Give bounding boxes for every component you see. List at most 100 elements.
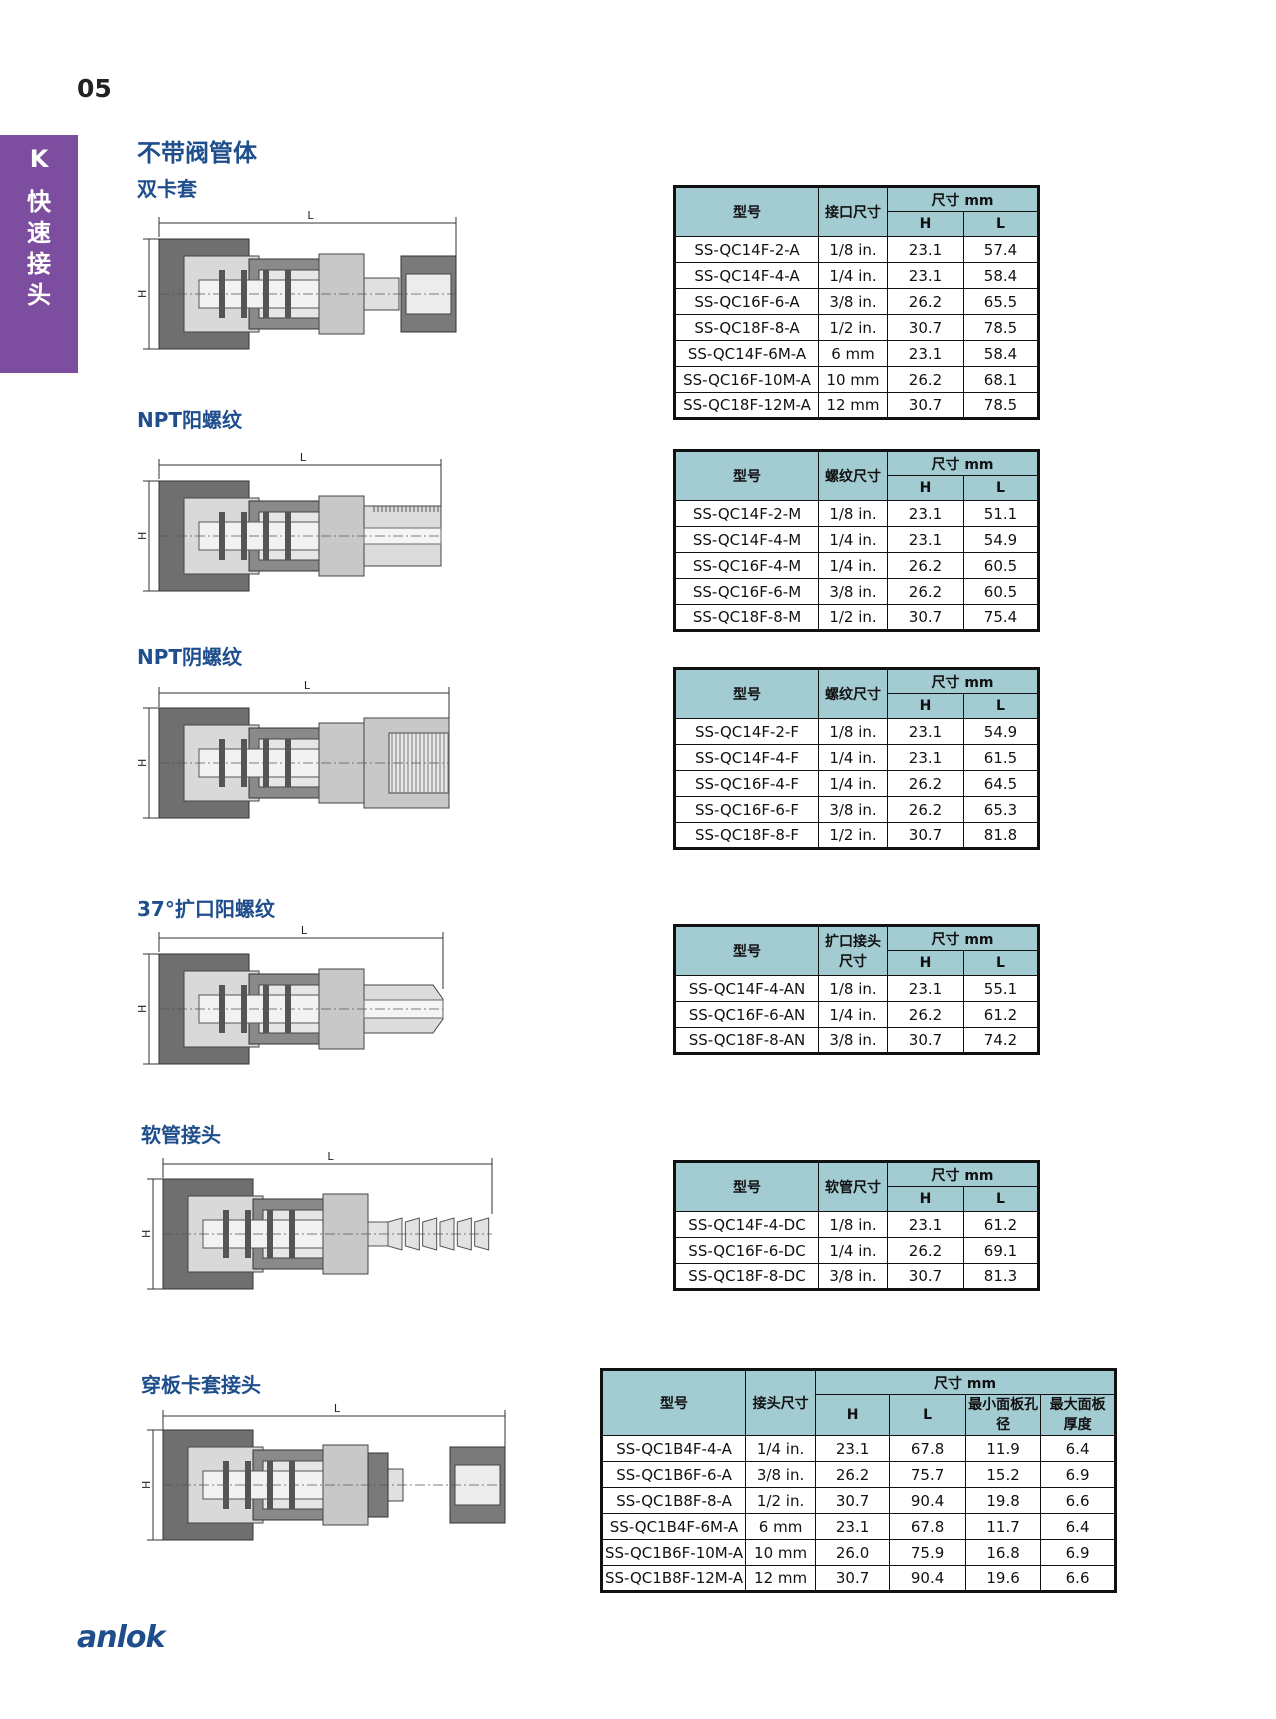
table-cell: 30.7 <box>887 1263 964 1290</box>
barb <box>474 1217 490 1251</box>
table-cell: 78.5 <box>963 392 1039 419</box>
side-tab-label: 快 速 接 头 <box>0 187 78 311</box>
fitting-drawing-tube: LH <box>137 209 457 350</box>
table-cell: 1/2 in. <box>745 1487 817 1514</box>
table-cell: SS-QC1B8F-8-A <box>600 1487 747 1514</box>
fitting-drawing-flare: LH <box>137 924 444 1065</box>
header-dim: 最大面板厚度 <box>1040 1394 1117 1436</box>
table-cell: 1/2 in. <box>818 604 888 631</box>
header-dim: H <box>887 950 964 976</box>
header-model: 型号 <box>600 1369 747 1436</box>
header-size: 接口尺寸 <box>818 186 888 237</box>
dimension-label-l: L <box>304 679 311 692</box>
table-cell: SS-QC14F-2-A <box>674 236 819 263</box>
table-cell: SS-QC14F-4-F <box>674 744 819 771</box>
table-cell: 23.1 <box>887 500 964 527</box>
table-cell: 26.2 <box>887 366 964 393</box>
side-char: 头 <box>27 281 51 309</box>
table-cell: 26.2 <box>887 288 964 315</box>
table-cell: 12 mm <box>745 1565 817 1592</box>
fitting-drawing-male: LH <box>137 451 442 592</box>
table-cell: SS-QC14F-4-DC <box>674 1211 819 1238</box>
table-cell: 30.7 <box>887 314 964 341</box>
table-cell: 6.4 <box>1040 1513 1117 1540</box>
table-cell: 26.0 <box>815 1539 891 1566</box>
table-cell: SS-QC14F-6M-A <box>674 340 819 367</box>
dimension-label-h: H <box>137 759 149 767</box>
table-cell: 61.5 <box>963 744 1039 771</box>
section-heading: 软管接头 <box>141 1123 221 1147</box>
table-cell: SS-QC16F-6-M <box>674 578 819 605</box>
table-cell: 75.9 <box>889 1539 967 1566</box>
header-size: 螺纹尺寸 <box>818 450 888 501</box>
table-cell: SS-QC14F-4-A <box>674 262 819 289</box>
table-cell: 10 mm <box>818 366 888 393</box>
section-heading: NPT阳螺纹 <box>137 408 243 432</box>
table-cell: SS-QC16F-4-M <box>674 552 819 579</box>
table-cell: SS-QC18F-8-DC <box>674 1263 819 1290</box>
table-cell: SS-QC1B6F-6-A <box>600 1461 747 1488</box>
table-cell: 1/4 in. <box>818 552 888 579</box>
table-cell: SS-QC1B6F-10M-A <box>600 1539 747 1566</box>
table-cell: 60.5 <box>963 552 1039 579</box>
header-model: 型号 <box>674 925 819 976</box>
table-cell: 81.3 <box>963 1263 1039 1290</box>
header-dim: L <box>963 1186 1039 1212</box>
table-cell: SS-QC16F-4-F <box>674 770 819 797</box>
header-size: 螺纹尺寸 <box>818 668 888 719</box>
table-cell: SS-QC16F-10M-A <box>674 366 819 393</box>
table-cell: SS-QC14F-4-AN <box>674 975 819 1002</box>
header-dim: L <box>963 475 1039 501</box>
table-cell: 6.4 <box>1040 1435 1117 1462</box>
table-cell: 1/4 in. <box>818 770 888 797</box>
side-char: 接 <box>27 250 51 278</box>
dimension-label-l: L <box>300 451 307 464</box>
table-cell: 1/8 in. <box>818 1211 888 1238</box>
table-cell: 23.1 <box>887 718 964 745</box>
table-cell: SS-QC1B4F-6M-A <box>600 1513 747 1540</box>
header-dimensions: 尺寸 mm <box>887 668 1039 694</box>
table-cell: SS-QC16F-6-F <box>674 796 819 823</box>
header-dim: L <box>963 693 1039 719</box>
table-cell: 1/8 in. <box>818 500 888 527</box>
table-cell: 1/4 in. <box>818 1001 888 1028</box>
barb <box>404 1217 420 1251</box>
table-cell: SS-QC18F-8-AN <box>674 1027 819 1054</box>
table-cell: SS-QC14F-2-F <box>674 718 819 745</box>
table-cell: 1/4 in. <box>745 1435 817 1462</box>
table-cell: 26.2 <box>887 552 964 579</box>
dimension-label-h: H <box>141 1481 153 1489</box>
header-dim: H <box>815 1394 891 1436</box>
table-cell: SS-QC14F-2-M <box>674 500 819 527</box>
dimension-label-h: H <box>137 1005 149 1013</box>
table-cell: 67.8 <box>889 1435 967 1462</box>
side-char: 速 <box>27 219 51 247</box>
table-cell: SS-QC18F-8-F <box>674 822 819 849</box>
table-cell: 23.1 <box>887 1211 964 1238</box>
header-dim: 最小面板孔径 <box>965 1394 1042 1436</box>
table-cell: 61.2 <box>963 1211 1039 1238</box>
header-size: 软管尺寸 <box>818 1161 888 1212</box>
table-cell: 65.5 <box>963 288 1039 315</box>
table-cell: 78.5 <box>963 314 1039 341</box>
table-cell: 30.7 <box>887 604 964 631</box>
table-cell: 1/8 in. <box>818 718 888 745</box>
